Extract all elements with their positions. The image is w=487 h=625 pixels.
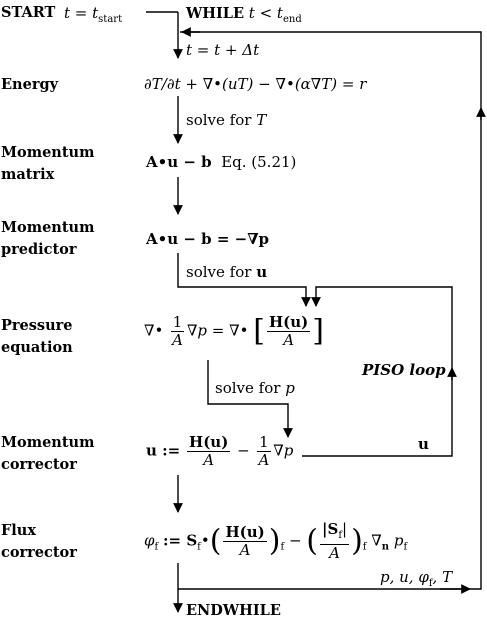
flux-corrector-equation: φf := Sf•(H(u)A)f − (|Sf|A)f ∇n pf <box>144 520 408 562</box>
solve-p-label: solve for p <box>215 379 295 397</box>
path-solve-p <box>207 360 293 438</box>
momentum-predictor-equation: A•u − b = −∇p <box>146 230 269 248</box>
while-statement: WHILE t < tend <box>186 4 302 25</box>
u-feedback-label: u <box>418 435 429 453</box>
energy-label: Energy <box>1 76 59 93</box>
solve-T-label: solve for T <box>186 111 267 129</box>
path-piso-return <box>311 286 453 366</box>
solve-u-label: solve for u <box>186 263 268 281</box>
momentum-matrix-equation: A•u − b Eq. (5.21) <box>146 153 297 171</box>
endwhile-label: ENDWHILE <box>186 602 281 619</box>
outer-loop-outputs: p, u, φf, T <box>380 568 453 589</box>
start-condition: t = tstart <box>64 4 123 25</box>
path-outer-loop <box>178 31 482 590</box>
energy-equation: ∂T/∂t + ∇•(uT) − ∇•(α∇T) = r <box>144 75 367 93</box>
path-solve-u <box>177 253 311 307</box>
path-piso-loop <box>302 366 453 457</box>
time-step: t = t + Δt <box>186 41 260 59</box>
piso-loop-label: PISO loop <box>362 361 446 379</box>
start-label: START <box>1 4 56 21</box>
